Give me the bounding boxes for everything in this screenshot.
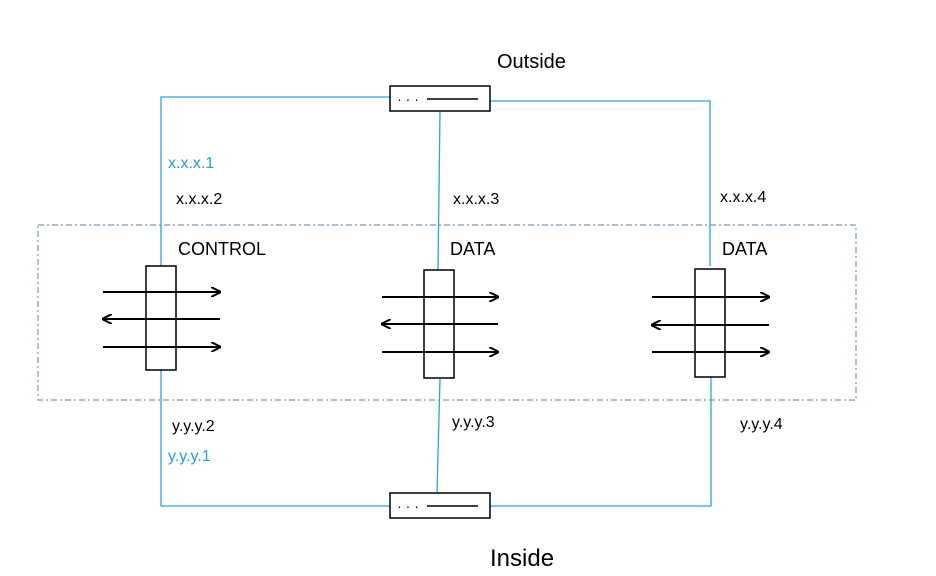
outside-router: · · ·: [389, 85, 491, 112]
unit-3-inside-ip: y.y.y.4: [740, 416, 783, 433]
inside-link-right: [490, 377, 712, 507]
inside-gateway-ip: y.y.y.1: [168, 448, 211, 465]
firewall-unit-control: [103, 265, 220, 371]
unit-2-role: DATA: [450, 239, 495, 259]
outside-label: Outside: [497, 51, 566, 73]
network-links: [160, 96, 712, 507]
inside-link-middle: [436, 378, 441, 493]
unit-1-role: CONTROL: [178, 239, 266, 259]
outside-gateway-ip: x.x.x.1: [168, 155, 214, 172]
svg-text:· · ·: · · ·: [397, 498, 419, 514]
unit-1-outside-ip: x.x.x.2: [176, 191, 222, 208]
outside-link-left: [160, 96, 390, 266]
cluster-boundary: [37, 224, 857, 401]
outside-link-middle: [437, 111, 441, 271]
unit-2-outside-ip: x.x.x.3: [453, 191, 499, 208]
inside-link-left: [160, 370, 390, 507]
unit-1-inside-ip: y.y.y.2: [172, 418, 215, 435]
firewall-unit-data-1: [382, 269, 498, 379]
unit-3-outside-ip: x.x.x.4: [720, 189, 766, 206]
inside-router: · · ·: [389, 492, 491, 519]
outside-link-right: [490, 100, 711, 266]
inside-label: Inside: [490, 545, 554, 572]
unit-2-inside-ip: y.y.y.3: [452, 414, 495, 431]
firewall-unit-data-2: [652, 268, 769, 378]
svg-text:· · ·: · · ·: [397, 91, 419, 107]
unit-3-role: DATA: [722, 239, 767, 259]
